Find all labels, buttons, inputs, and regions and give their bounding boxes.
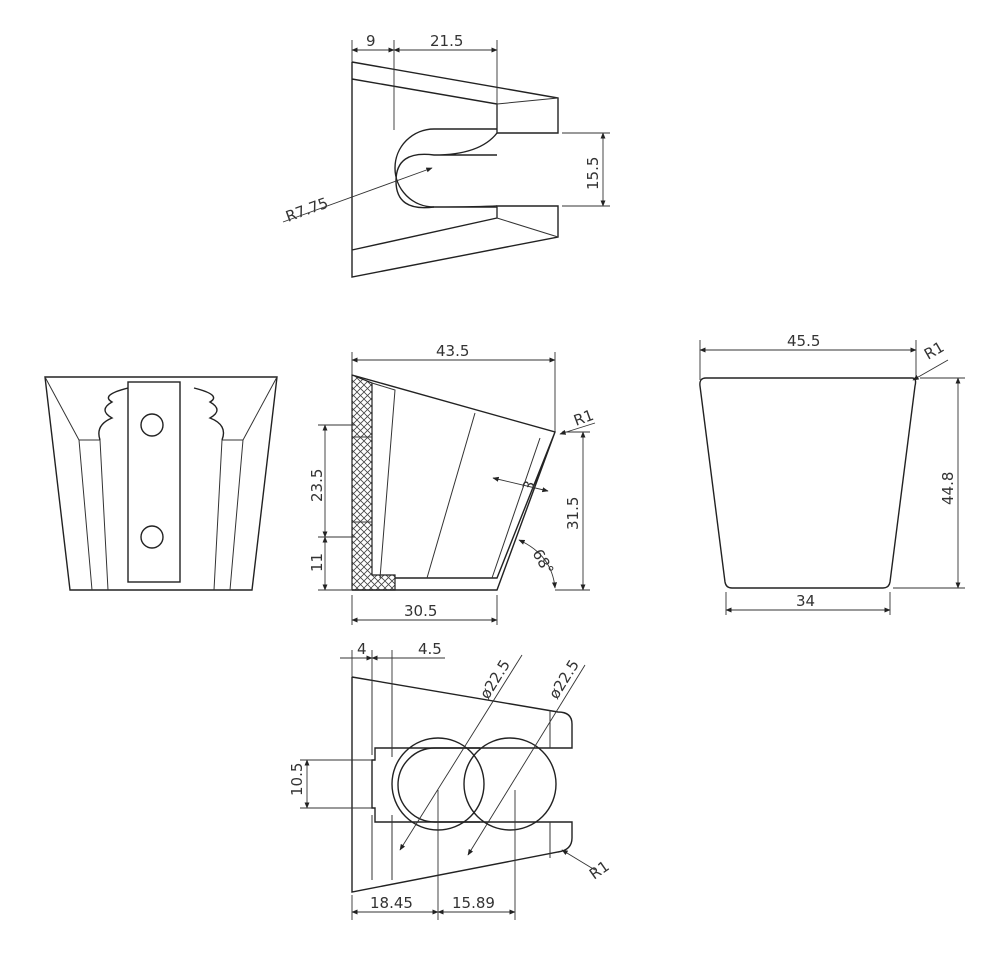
right-view-outline [699, 377, 917, 589]
bottom-dia-2-leader [467, 664, 586, 856]
bottom-view-circle-2 [463, 737, 557, 831]
right-dim-45-5-label: 45.5 [787, 332, 820, 350]
side-dim-43-5-label: 43.5 [436, 342, 469, 360]
right-dim-extension [699, 340, 965, 615]
side-dim-30-5-label: 30.5 [404, 602, 437, 620]
side-radius-label: R1 [571, 406, 596, 430]
front-view-inner [44, 376, 278, 591]
bottom-view: 4 4.5 ø22.5 ø22.5 10.5 R1 18.45 15.89 [288, 640, 613, 920]
right-dim-44-8-label: 44.8 [939, 472, 957, 505]
front-view-bracket [127, 381, 181, 583]
bottom-dim-4-label: 4 [357, 640, 367, 658]
front-view-hole-bottom [140, 525, 164, 549]
bottom-dia-2-label: ø22.5 [545, 656, 583, 702]
bottom-view-slot [397, 747, 480, 823]
top-dim-9-label: 9 [366, 32, 376, 50]
front-view [44, 376, 278, 591]
bottom-dia-1-label: ø22.5 [476, 656, 514, 702]
side-dim-11-label: 11 [308, 553, 326, 572]
side-radius-leader [559, 422, 596, 435]
top-view-slot-arc [394, 128, 435, 208]
top-radius-leader [282, 167, 433, 223]
bottom-view-outline [351, 676, 573, 893]
bottom-dim-extension [300, 650, 516, 920]
bottom-radius-label: R1 [586, 857, 613, 883]
side-view-inner [371, 382, 541, 579]
side-view-hatch-wall [351, 374, 396, 591]
right-radius-label: R1 [921, 338, 947, 364]
front-view-hole-top [140, 413, 164, 437]
top-view-inner-lines [496, 97, 559, 238]
top-dim-extension [351, 40, 610, 207]
side-dim-extension [318, 352, 590, 625]
top-dim-15-5-label: 15.5 [584, 157, 602, 190]
bottom-dim-18-45-label: 18.45 [370, 894, 413, 912]
right-dim-34-label: 34 [796, 592, 815, 610]
bottom-dim-10-5-label: 10.5 [288, 763, 306, 796]
front-view-wave [98, 387, 225, 441]
bottom-dim-4-5-label: 4.5 [418, 640, 442, 658]
front-view-outline [44, 376, 278, 591]
bottom-dia-1-leader [399, 654, 523, 851]
side-dim-3-line [492, 476, 549, 493]
bottom-radius-leader [561, 849, 596, 871]
bottom-dim-15-89-label: 15.89 [452, 894, 495, 912]
side-dim-23-5-label: 23.5 [308, 469, 326, 502]
side-angle-arc [518, 539, 557, 589]
bottom-view-inner [371, 682, 551, 880]
side-angle-label: 68° [529, 546, 558, 578]
top-view: 9 21.5 15.5 R7.75 [282, 32, 610, 278]
top-dim-21-5-label: 21.5 [430, 32, 463, 50]
top-view-outline [351, 61, 559, 278]
side-view: 43.5 R1 23.5 11 31.5 3 68° 30.5 [308, 342, 596, 625]
right-view: 45.5 R1 44.8 34 [699, 332, 965, 615]
right-radius-leader [912, 359, 949, 381]
side-dim-31-5-label: 31.5 [564, 497, 582, 530]
top-view-slot [395, 128, 498, 209]
top-radius-label: R7.75 [283, 194, 330, 226]
